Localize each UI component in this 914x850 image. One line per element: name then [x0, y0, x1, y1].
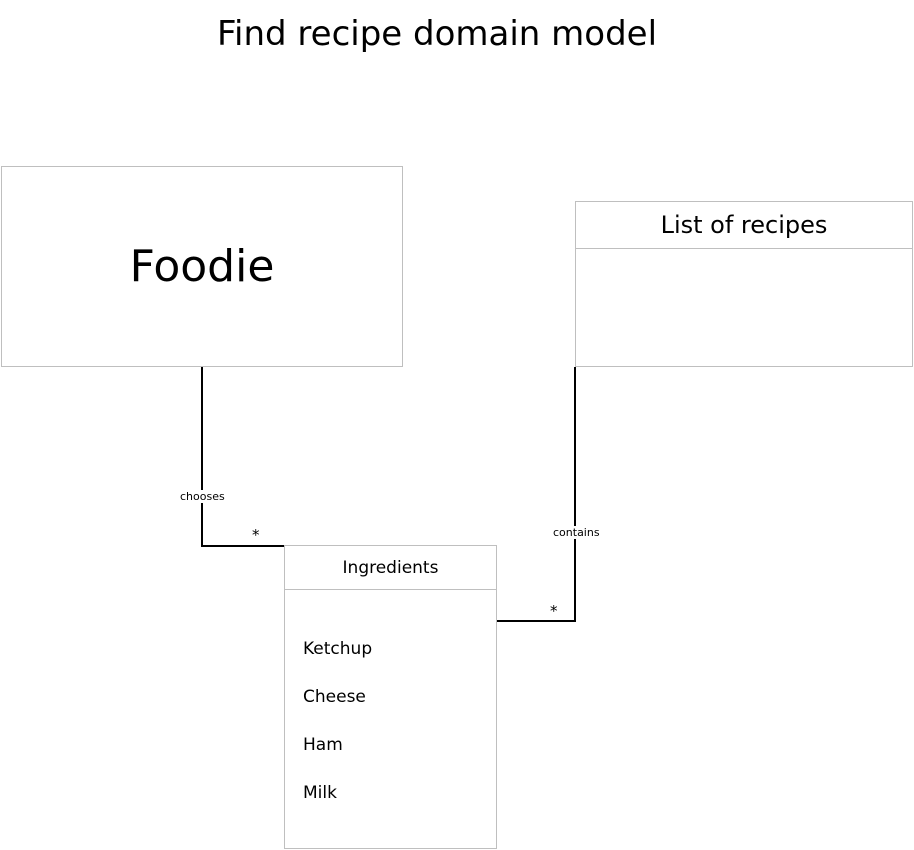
recipes-header: List of recipes [576, 202, 912, 249]
chooses-label: chooses [178, 490, 227, 503]
list-item: Cheese [303, 687, 366, 707]
foodie-label: Foodie [129, 241, 275, 292]
list-item: Ham [303, 735, 343, 755]
ingredients-list: Ketchup Cheese Ham Milk [303, 638, 372, 830]
chooses-connector [201, 367, 284, 547]
contains-connector [497, 367, 576, 622]
list-item: Milk [303, 783, 337, 803]
ingredients-header: Ingredients [285, 546, 496, 590]
list-item: Ketchup [303, 639, 373, 659]
recipes-class-box[interactable]: List of recipes [575, 201, 913, 367]
chooses-multiplicity: * [252, 526, 260, 544]
contains-label: contains [551, 526, 602, 539]
foodie-class-box[interactable]: Foodie [1, 166, 403, 367]
contains-multiplicity: * [550, 602, 558, 620]
diagram-title: Find recipe domain model [216, 14, 658, 54]
ingredients-class-box[interactable]: Ingredients Ketchup Cheese Ham Milk [284, 545, 497, 849]
